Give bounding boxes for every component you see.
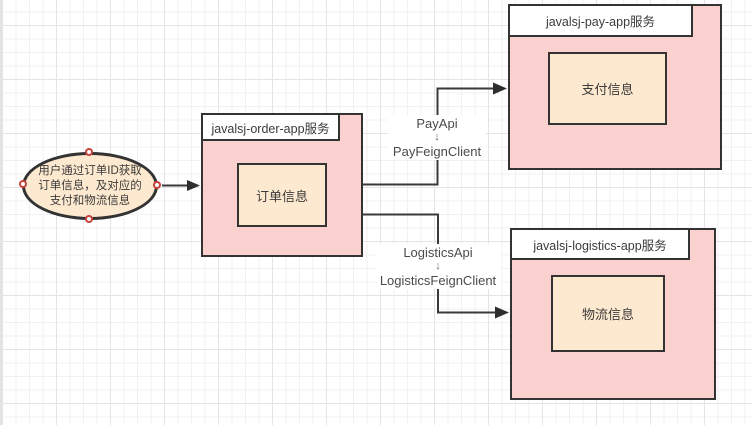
- resize-handle-bottom[interactable]: [85, 215, 93, 223]
- resize-handle-right[interactable]: [153, 181, 161, 189]
- pay-connector-label[interactable]: PayApi ↓ PayFeignClient: [387, 115, 487, 160]
- down-arrow-icon: ↓: [434, 131, 440, 143]
- logistics-connector-label[interactable]: LogisticsApi ↓ LogisticsFeignClient: [374, 244, 502, 289]
- order-info-label: 订单信息: [255, 188, 308, 204]
- logistics-info-label: 物流信息: [581, 307, 634, 322]
- order-service-title-tab[interactable]: javalsj-order-app服务: [201, 113, 340, 141]
- actor-label-line3: 支付和物流信息: [49, 194, 131, 207]
- pay-api-label: PayApi: [416, 116, 458, 131]
- pay-service-title-tab[interactable]: javalsj-pay-app服务: [508, 4, 693, 37]
- logistics-service-title: javalsj-logistics-app服务: [533, 238, 667, 253]
- logistics-info-component[interactable]: 物流信息: [551, 275, 665, 352]
- resize-handle-top[interactable]: [85, 148, 93, 156]
- pay-feign-client-label: PayFeignClient: [392, 144, 482, 159]
- actor-to-order-arrow[interactable]: [162, 180, 200, 191]
- logistics-feign-client-label: LogisticsFeignClient: [379, 273, 497, 288]
- order-service-title: javalsj-order-app服务: [211, 121, 330, 136]
- order-info-component[interactable]: 订单信息: [237, 163, 327, 227]
- logistics-api-label: LogisticsApi: [403, 245, 473, 260]
- actor-label-line2: 订单信息，及对应的: [38, 179, 142, 192]
- down-arrow-icon: ↓: [435, 260, 441, 272]
- actor-ellipse[interactable]: 用户通过订单ID获取 订单信息，及对应的 支付和物流信息: [22, 152, 158, 220]
- pay-service-title: javalsj-pay-app服务: [545, 15, 656, 29]
- pay-info-label: 支付信息: [581, 82, 634, 97]
- actor-label-line1: 用户通过订单ID获取: [38, 164, 142, 177]
- logistics-service-title-tab[interactable]: javalsj-logistics-app服务: [510, 228, 690, 260]
- resize-handle-left[interactable]: [19, 180, 27, 188]
- pay-info-component[interactable]: 支付信息: [548, 52, 667, 125]
- canvas-left-edge: [0, 0, 3, 425]
